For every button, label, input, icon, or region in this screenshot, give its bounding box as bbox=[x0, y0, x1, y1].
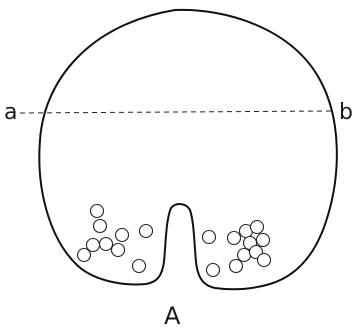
cell bbox=[133, 260, 146, 273]
cell bbox=[238, 249, 251, 262]
cell bbox=[78, 249, 91, 262]
body-outline bbox=[39, 10, 337, 289]
left-cell-cluster bbox=[78, 205, 153, 273]
label-a: a bbox=[4, 100, 17, 125]
axis-line-a-b bbox=[20, 111, 332, 113]
cell bbox=[91, 205, 104, 218]
cell bbox=[116, 229, 129, 242]
cell bbox=[207, 264, 220, 277]
cell bbox=[112, 244, 125, 257]
cell bbox=[140, 225, 153, 238]
cell bbox=[251, 221, 264, 234]
cell bbox=[258, 254, 271, 267]
cell bbox=[230, 260, 243, 273]
cell bbox=[94, 220, 107, 233]
cell bbox=[228, 232, 241, 245]
cell bbox=[257, 234, 270, 247]
figure-label: A bbox=[164, 302, 181, 330]
cell bbox=[100, 238, 113, 251]
cell bbox=[203, 231, 216, 244]
right-cell-cluster bbox=[203, 221, 271, 277]
label-b: b bbox=[339, 100, 353, 125]
